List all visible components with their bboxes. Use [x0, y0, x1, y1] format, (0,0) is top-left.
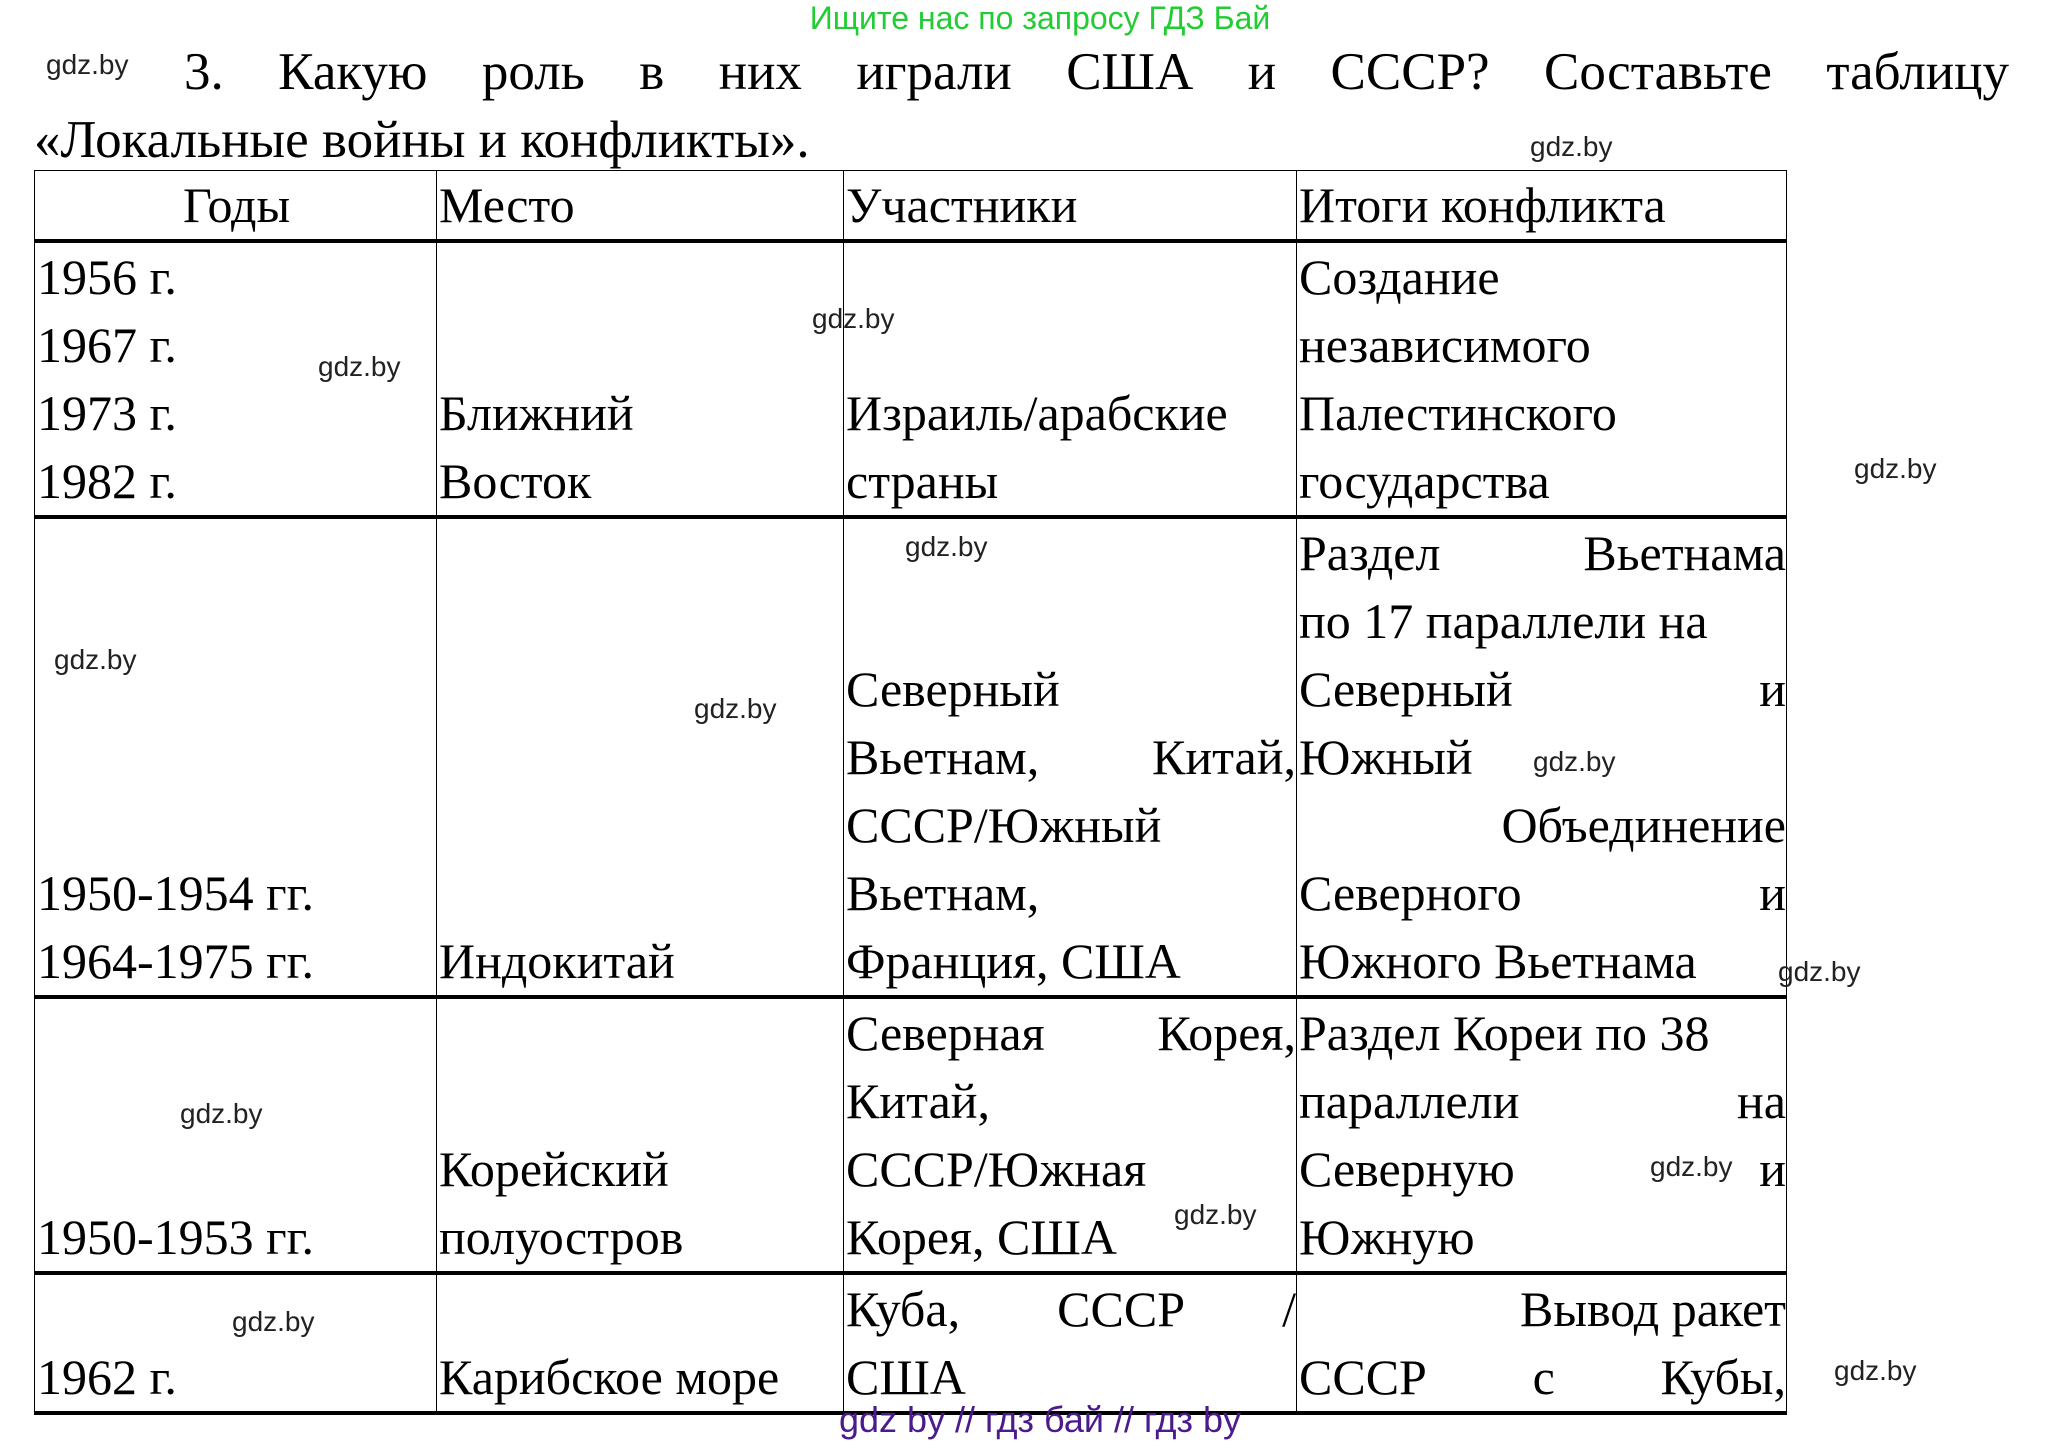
- cell-participants: Израиль/арабские страны: [843, 240, 1297, 519]
- table-row: 1950-1953 гг. Корейский полуостров Север…: [34, 996, 1787, 1275]
- table-row: 1950-1954 гг. 1964-1975 гг. Индокитай Се…: [34, 516, 1787, 999]
- results-text: Раздел Кореи по 38: [1299, 1005, 1710, 1061]
- watermark: gdz.by: [812, 303, 895, 334]
- results-text: государства: [1299, 453, 1550, 509]
- watermark: gdz.by: [1530, 131, 1613, 162]
- table-row: 1956 г. 1967 г. 1973 г. 1982 г. Ближний …: [34, 240, 1787, 519]
- cell-years: 1956 г. 1967 г. 1973 г. 1982 г.: [34, 240, 437, 519]
- cell-place: Индокитай: [436, 516, 844, 999]
- cell-results: Раздел Вьетнама по 17 параллели на Север…: [1296, 516, 1787, 999]
- watermark: gdz.by: [180, 1098, 263, 1129]
- cell-years: 1962 г.: [34, 1272, 437, 1415]
- place-text: Корейский: [439, 1141, 669, 1197]
- results-text: Южного Вьетнама: [1299, 933, 1697, 989]
- participants-text: США: [846, 1349, 966, 1405]
- watermark: gdz.by: [1650, 1151, 1733, 1182]
- participants-text: Вьетнам, Китай,: [846, 729, 1296, 785]
- cell-place: Карибское море: [436, 1272, 844, 1415]
- watermark: gdz.by: [1854, 453, 1937, 484]
- results-text: по 17 параллели на: [1299, 593, 1708, 649]
- participants-text: Северный: [846, 661, 1060, 717]
- question-line-1: 3. Какую роль в них играли США и СССР? С…: [184, 43, 2009, 101]
- watermark: gdz.by: [905, 531, 988, 562]
- participants-text: Северная Корея,: [846, 1005, 1296, 1061]
- year-text: 1950-1954 гг.: [37, 865, 315, 921]
- year-text: 1956 г.: [37, 249, 177, 305]
- year-text: 1950-1953 гг.: [37, 1209, 315, 1265]
- cell-place: Корейский полуостров: [436, 996, 844, 1275]
- watermark: gdz.by: [54, 644, 137, 675]
- header-place: Место: [436, 170, 844, 243]
- results-text: Раздел Вьетнама: [1299, 525, 1786, 581]
- watermark: gdz.by: [694, 693, 777, 724]
- year-text: 1982 г.: [37, 453, 177, 509]
- participants-text: Израиль/арабские: [846, 385, 1228, 441]
- watermark: gdz.by: [232, 1306, 315, 1337]
- participants-text: СССР/Южная: [846, 1141, 1147, 1197]
- participants-text: страны: [846, 453, 999, 509]
- year-text: 1964-1975 гг.: [37, 933, 315, 989]
- watermark: gdz.by: [1834, 1355, 1917, 1386]
- participants-text: СССР/Южный: [846, 797, 1162, 853]
- results-text: Южную: [1299, 1209, 1475, 1265]
- results-text: Палестинского: [1299, 385, 1617, 441]
- table-header-row: Годы Место Участники Итоги конфликта: [34, 170, 1787, 243]
- results-text: СССР с Кубы,: [1299, 1349, 1786, 1405]
- watermark: gdz.by: [1174, 1199, 1257, 1230]
- question-line-2: «Локальные войны и конфликты».: [34, 111, 810, 169]
- year-text: 1973 г.: [37, 385, 177, 441]
- cell-years: 1950-1954 гг. 1964-1975 гг.: [34, 516, 437, 999]
- results-text: Северного и: [1299, 865, 1786, 921]
- place-text: Карибское море: [439, 1349, 780, 1405]
- participants-text: Франция, США: [846, 933, 1181, 989]
- results-text: параллели на: [1299, 1073, 1786, 1129]
- watermark: gdz.by: [1778, 956, 1861, 987]
- results-text: Северную и: [1299, 1141, 1786, 1197]
- place-text: Ближний: [439, 385, 634, 441]
- header-participants: Участники: [843, 170, 1297, 243]
- place-text: полуостров: [439, 1209, 684, 1265]
- watermark: gdz.by: [46, 49, 129, 80]
- cell-place: Ближний Восток: [436, 240, 844, 519]
- watermark: gdz.by: [1533, 746, 1616, 777]
- cell-participants: Куба, СССР / США: [843, 1272, 1297, 1415]
- participants-text: Китай,: [846, 1073, 991, 1129]
- header-results: Итоги конфликта: [1296, 170, 1787, 243]
- place-text: Индокитай: [439, 933, 675, 989]
- cell-years: 1950-1953 гг.: [34, 996, 437, 1275]
- cell-results: Вывод ракет СССР с Кубы,: [1296, 1272, 1787, 1415]
- results-text: независимого: [1299, 317, 1591, 373]
- watermark: gdz.by: [318, 351, 401, 382]
- header-years: Годы: [34, 170, 437, 243]
- year-text: 1962 г.: [37, 1349, 177, 1405]
- search-banner: Ищите нас по запросу ГДЗ Бай: [809, 0, 1271, 36]
- participants-text: Куба, СССР /: [846, 1281, 1296, 1337]
- results-text: Создание: [1299, 249, 1500, 305]
- participants-text: Корея, США: [846, 1209, 1117, 1265]
- footer-links: gdz by // гдз бай // гдз by: [838, 1399, 1242, 1440]
- cell-results: Создание независимого Палестинского госу…: [1296, 240, 1787, 519]
- results-text: Северный и: [1299, 661, 1786, 717]
- results-text: Вывод ракет: [1520, 1281, 1786, 1337]
- year-text: 1967 г.: [37, 317, 177, 373]
- cell-participants: Северная Корея, Китай, СССР/Южная Корея,…: [843, 996, 1297, 1275]
- cell-results: Раздел Кореи по 38 параллели на Северную…: [1296, 996, 1787, 1275]
- cell-participants: Северный Вьетнам, Китай, СССР/Южный Вьет…: [843, 516, 1297, 999]
- results-text: Южный: [1299, 729, 1473, 785]
- table-row: 1962 г. Карибское море Куба, СССР / США …: [34, 1272, 1787, 1415]
- results-text: Объединение: [1501, 797, 1786, 853]
- participants-text: Вьетнам,: [846, 865, 1040, 921]
- conflicts-table: Годы Место Участники Итоги конфликта 195…: [34, 170, 1787, 1415]
- place-text: Восток: [439, 453, 592, 509]
